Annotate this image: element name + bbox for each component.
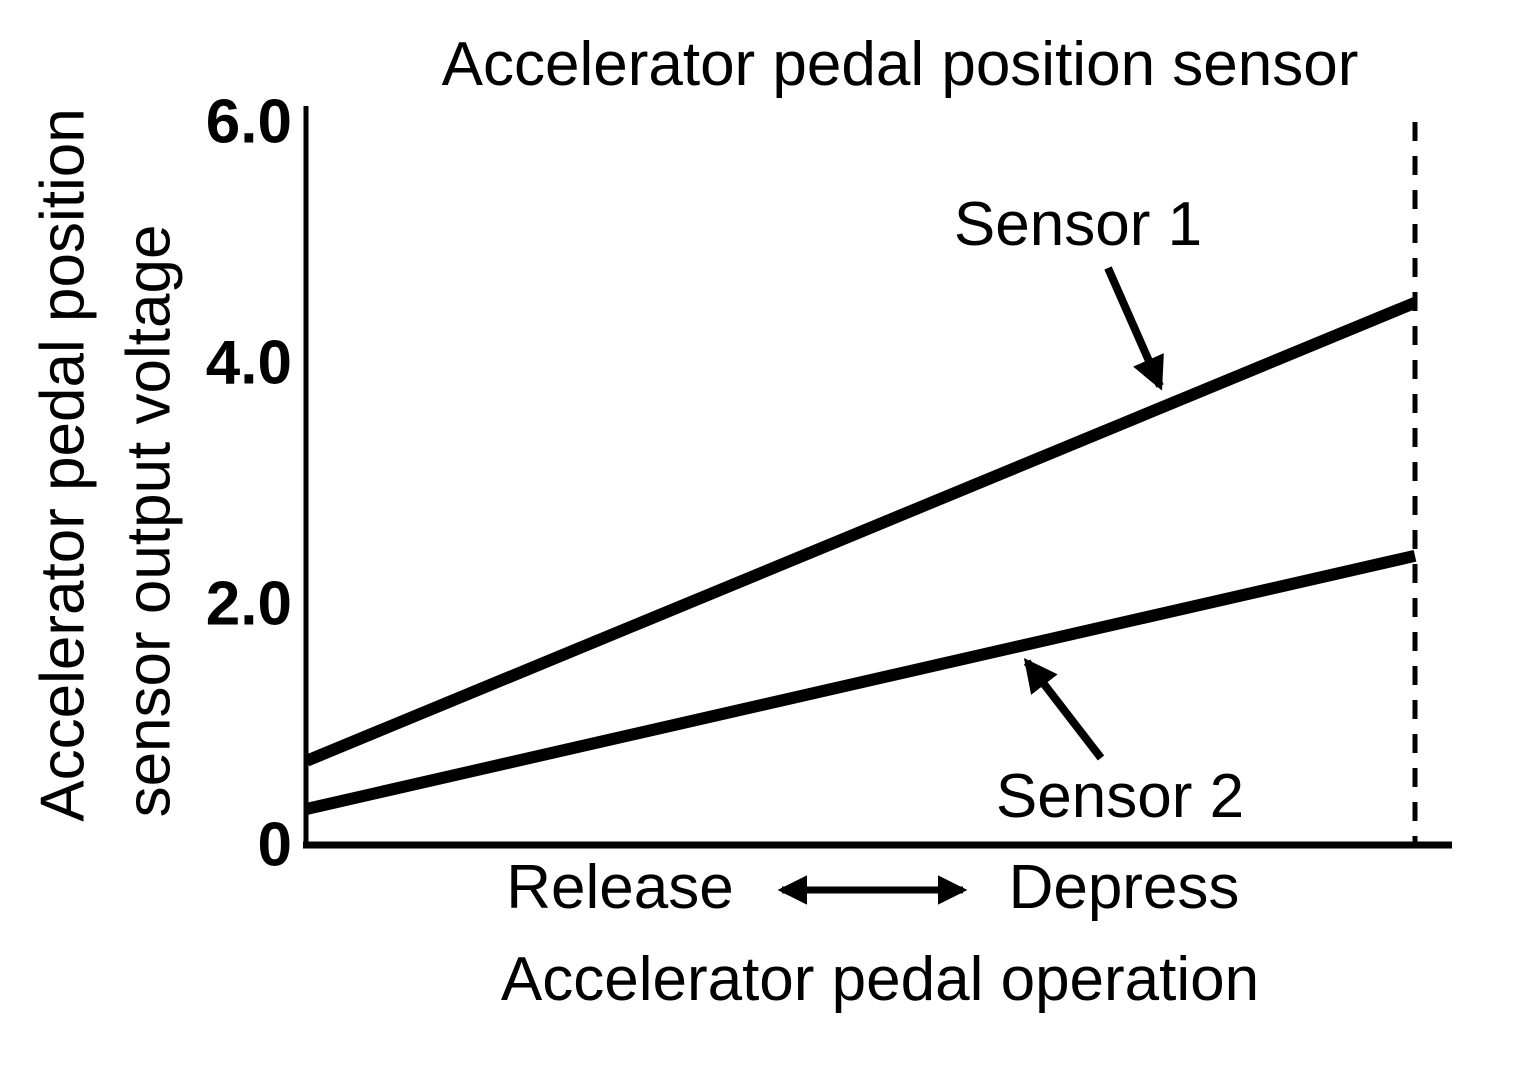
y-axis-title-line2: sensor output voltage <box>115 225 184 818</box>
release-label: Release <box>506 853 733 922</box>
chart-title: Accelerator pedal position sensor <box>442 30 1359 99</box>
depress-label: Depress <box>1009 853 1240 922</box>
y-axis-title: Accelerator pedal position sensor output… <box>29 108 184 821</box>
y-axis-title-line1: Accelerator pedal position <box>29 108 98 821</box>
x-axis-title: Accelerator pedal operation <box>501 945 1259 1014</box>
y-tick-6: 6.0 <box>206 88 292 157</box>
sensor2-line <box>305 549 1417 815</box>
sensor2-label: Sensor 2 <box>996 762 1244 831</box>
y-tick-4: 4.0 <box>206 329 292 398</box>
sensor1-label: Sensor 1 <box>954 190 1202 259</box>
y-tick-2: 2.0 <box>206 570 292 639</box>
sensor1-line <box>304 297 1418 767</box>
y-tick-0: 0 <box>258 811 292 880</box>
sensor2-arrow <box>1023 658 1105 761</box>
sensor1-arrow <box>1104 266 1164 391</box>
